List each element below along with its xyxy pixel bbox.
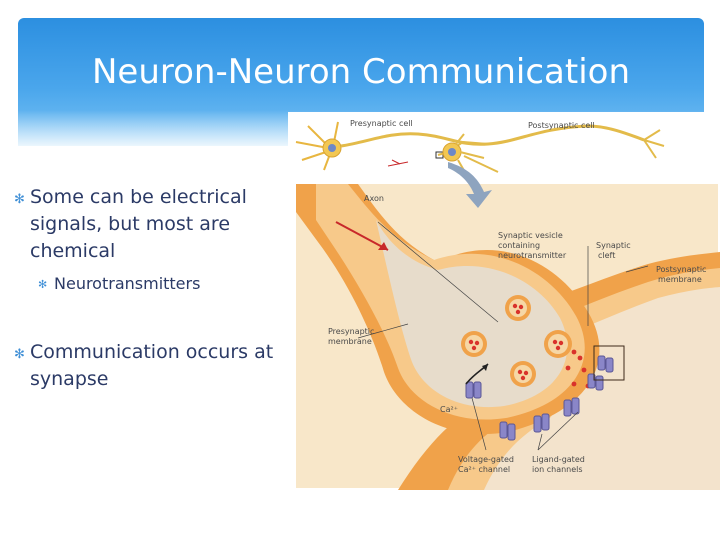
postsynaptic-neuron-illustration [387, 129, 665, 175]
postsynaptic-membrane-label: membrane [658, 275, 702, 284]
voltage-gated-channel-label: Ca²⁺ channel [458, 465, 510, 474]
voltage-gated-channel-label: Voltage-gated [458, 455, 514, 464]
synaptic-vesicle-label: containing [498, 241, 540, 250]
synaptic-cleft-label: cleft [598, 251, 615, 260]
calcium-ion-label: Ca²⁺ [440, 405, 458, 414]
bullet-text: Communication occurs at synapse [30, 341, 274, 390]
presynaptic-cell-label: Presynaptic cell [350, 119, 413, 128]
bullet-text: Some can be electrical signals, but most… [30, 186, 247, 262]
bullet-star-icon: ✻ [14, 347, 25, 362]
synaptic-vesicles [461, 295, 591, 389]
presynaptic-membrane-label: membrane [328, 337, 372, 346]
ion-channels [465, 355, 614, 441]
ligand-gated-channels-label: ion channels [532, 465, 583, 474]
bullet-text: Neurotransmitters [54, 274, 201, 293]
sub-bullet-item: ✻ Neurotransmitters [14, 273, 294, 295]
synapse-figure: Presynaptic cell Postsynaptic cell [288, 112, 720, 490]
postsynaptic-membrane-label: Postsynaptic [656, 265, 706, 274]
presynaptic-membrane-label: Presynaptic [328, 327, 374, 336]
synaptic-vesicle-label: Synaptic vesicle [498, 231, 563, 240]
bullet-list: ✻ Some can be electrical signals, but mo… [14, 184, 294, 401]
bullet-star-icon: ✻ [38, 278, 48, 291]
synaptic-vesicle-label: neurotransmitter [498, 251, 567, 260]
postsynaptic-cell-label: Postsynaptic cell [528, 121, 595, 130]
synaptic-cleft-label: Synaptic [596, 241, 631, 250]
ligand-gated-channels-label: Ligand-gated [532, 455, 585, 464]
axon-label: Axon [364, 194, 384, 203]
bullet-item: ✻ Communication occurs at synapse [14, 339, 294, 393]
bullet-item: ✻ Some can be electrical signals, but mo… [14, 184, 294, 265]
slide-title: Neuron-Neuron Communication [91, 52, 631, 92]
bullet-star-icon: ✻ [14, 192, 25, 207]
